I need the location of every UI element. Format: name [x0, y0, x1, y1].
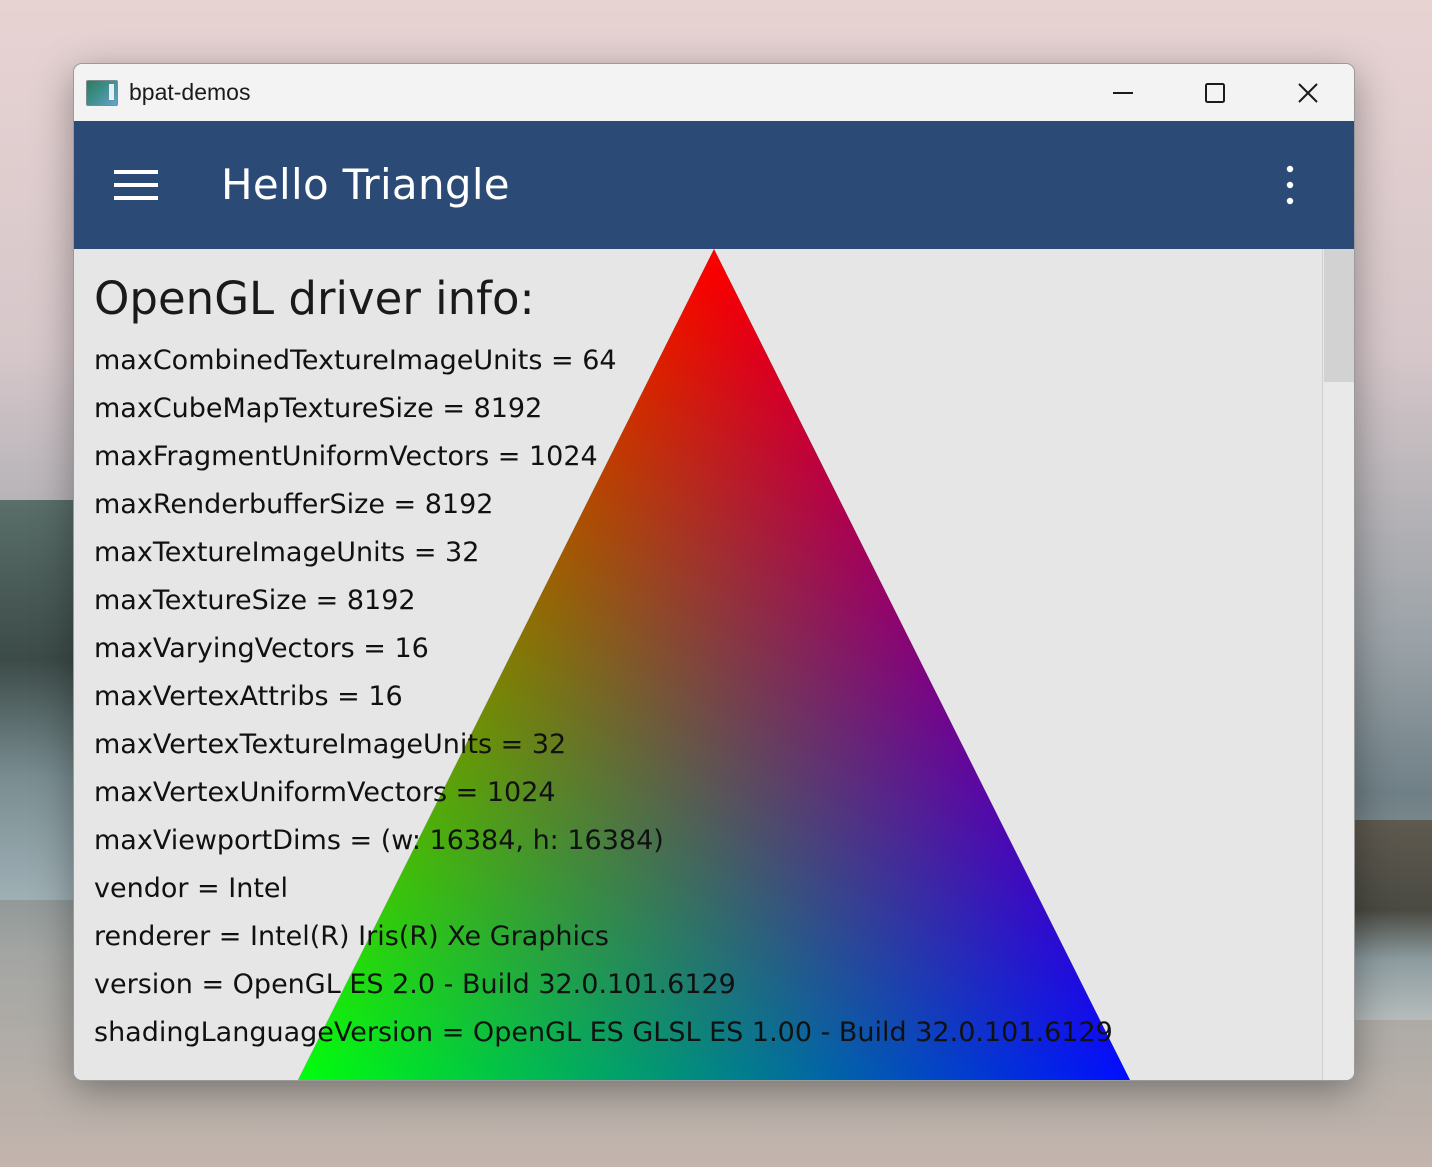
info-line: renderer = Intel(R) Iris(R) Xe Graphics	[94, 921, 609, 952]
info-line: maxViewportDims = (w: 16384, h: 16384)	[94, 825, 664, 856]
more-vertical-icon	[1286, 165, 1294, 205]
info-line: maxVertexTextureImageUnits = 32	[94, 729, 567, 760]
title-bar[interactable]: bpat-demos	[74, 64, 1354, 121]
driver-info-list: maxCombinedTextureImageUnits = 64 maxCub…	[94, 337, 1113, 1057]
info-line: shadingLanguageVersion = OpenGL ES GLSL …	[94, 1017, 1113, 1048]
minimize-button[interactable]	[1077, 64, 1169, 121]
info-line: maxVaryingVectors = 16	[94, 633, 429, 664]
overflow-menu-button[interactable]	[1268, 153, 1312, 217]
info-line: maxCubeMapTextureSize = 8192	[94, 393, 543, 424]
info-line: maxCombinedTextureImageUnits = 64	[94, 345, 617, 376]
info-line: maxVertexAttribs = 16	[94, 681, 403, 712]
app-window: bpat-demos Hello Triangle	[73, 63, 1355, 1081]
maximize-icon	[1205, 82, 1225, 103]
info-line: maxTextureImageUnits = 32	[94, 537, 480, 568]
app-icon	[86, 80, 118, 106]
window-title: bpat-demos	[129, 79, 251, 105]
gl-triangle-canvas	[298, 249, 1130, 1080]
driver-info-panel: OpenGL driver info: maxCombinedTextureIm…	[94, 271, 1113, 1057]
close-icon	[1298, 82, 1318, 103]
hamburger-menu-icon	[114, 170, 158, 200]
vertical-scrollbar[interactable]	[1322, 249, 1354, 1080]
triangle-shape	[298, 249, 1130, 1080]
menu-button[interactable]	[104, 153, 168, 217]
info-line: vendor = Intel	[94, 873, 289, 904]
page-title: Hello Triangle	[221, 160, 510, 209]
info-line: maxRenderbufferSize = 8192	[94, 489, 494, 520]
info-line: version = OpenGL ES 2.0 - Build 32.0.101…	[94, 969, 736, 1000]
driver-info-heading: OpenGL driver info:	[94, 272, 535, 325]
content-area: OpenGL driver info: maxCombinedTextureIm…	[74, 249, 1354, 1080]
info-line: maxFragmentUniformVectors = 1024	[94, 441, 598, 472]
app-bar: Hello Triangle	[74, 121, 1354, 249]
scrollbar-thumb[interactable]	[1324, 249, 1354, 382]
minimize-icon	[1113, 91, 1133, 94]
maximize-button[interactable]	[1169, 64, 1261, 121]
close-button[interactable]	[1262, 64, 1354, 121]
info-line: maxTextureSize = 8192	[94, 585, 416, 616]
info-line: maxVertexUniformVectors = 1024	[94, 777, 556, 808]
